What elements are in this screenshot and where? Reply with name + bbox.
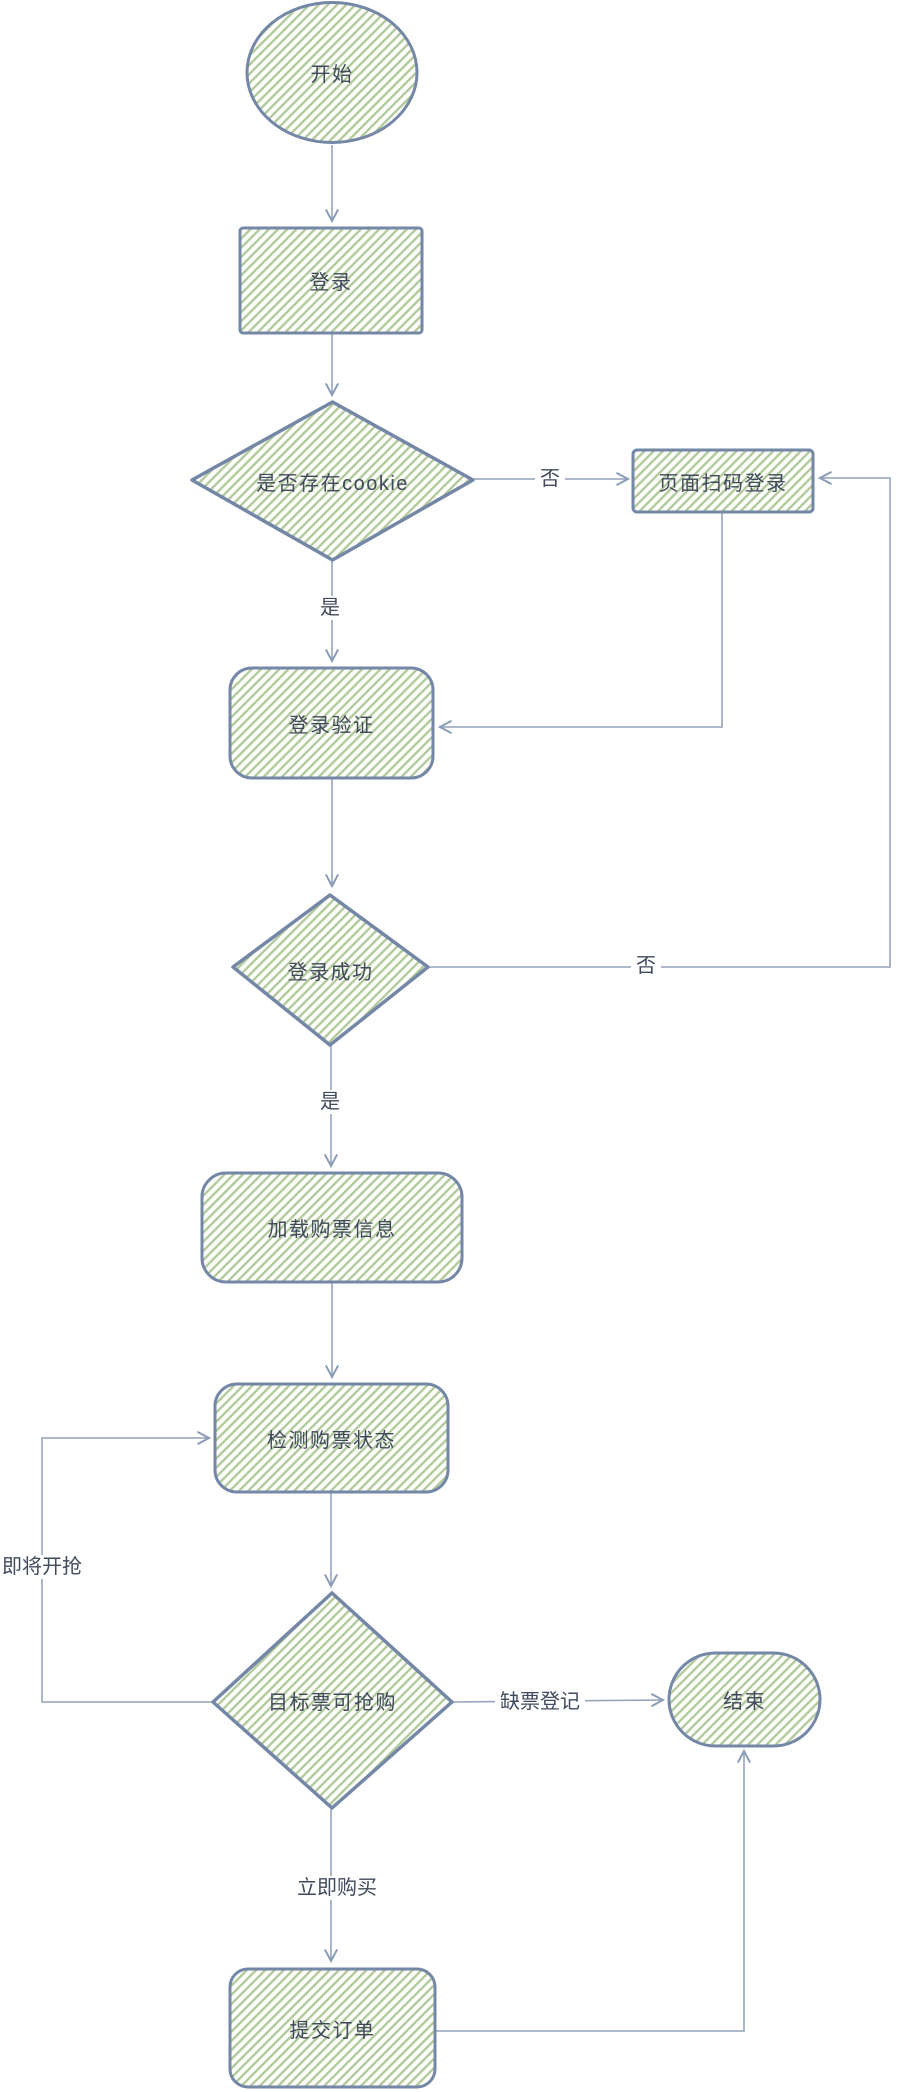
node-login-verify-shape[interactable]	[228, 666, 435, 780]
node-submit-order-shape[interactable]	[228, 1967, 437, 2089]
node-load-info-shape[interactable]	[200, 1171, 464, 1284]
node-login-shape[interactable]	[238, 226, 424, 335]
node-scan-login-shape[interactable]	[631, 448, 815, 514]
edge-target-to-end	[452, 1693, 666, 1707]
node-detect-status-shape[interactable]	[213, 1382, 450, 1494]
edge-target-to-detect-loop	[41, 1431, 212, 1703]
node-login-success-shape[interactable]	[231, 893, 430, 1047]
node-end-shape[interactable]	[667, 1651, 822, 1748]
edge-submit-to-end	[436, 1748, 751, 2032]
node-cookie-check-shape[interactable]	[190, 400, 475, 562]
edge-scan-to-verify	[437, 513, 723, 734]
edge-success-to-scan-no	[429, 471, 891, 968]
node-start-shape[interactable]	[245, 1, 419, 144]
node-target-ticket-shape[interactable]	[211, 1591, 454, 1810]
